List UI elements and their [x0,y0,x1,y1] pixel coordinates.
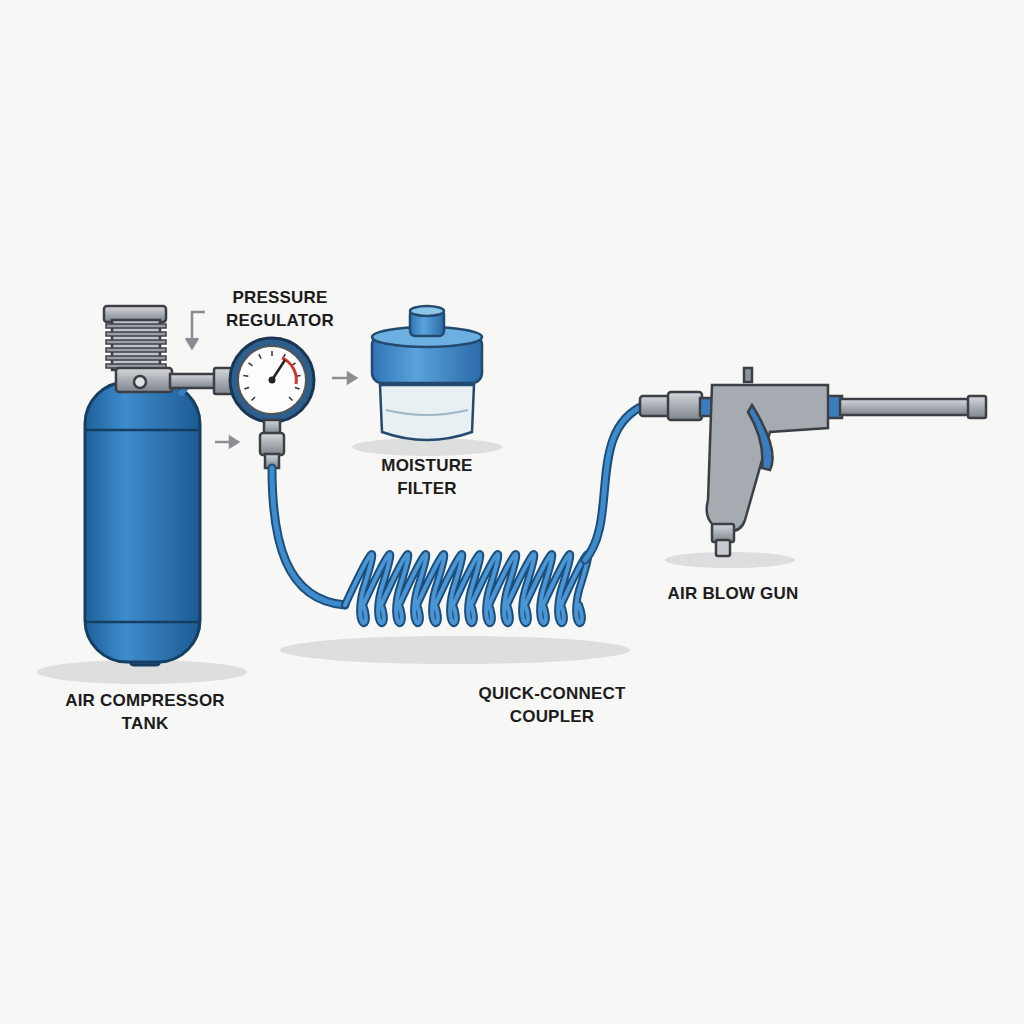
moisture-filter [372,306,482,440]
regulator-pipe [170,368,234,394]
outlet-fitting [260,420,284,468]
pressure-gauge [230,338,314,422]
compressor-head [104,306,172,392]
air-blow-gun [640,368,986,556]
part-label: AIR COMPRESSOR TANK [50,689,240,735]
coiled-hose [272,405,645,623]
part-label: AIR BLOW GUN [643,582,823,605]
part-label: PRESSURE REGULATOR [215,286,345,332]
compressor-tank [85,378,200,665]
pointer-arrows [186,312,356,447]
part-label: MOISTURE FILTER [367,454,487,500]
part-label: QUICK-CONNECT COUPLER [462,682,642,728]
